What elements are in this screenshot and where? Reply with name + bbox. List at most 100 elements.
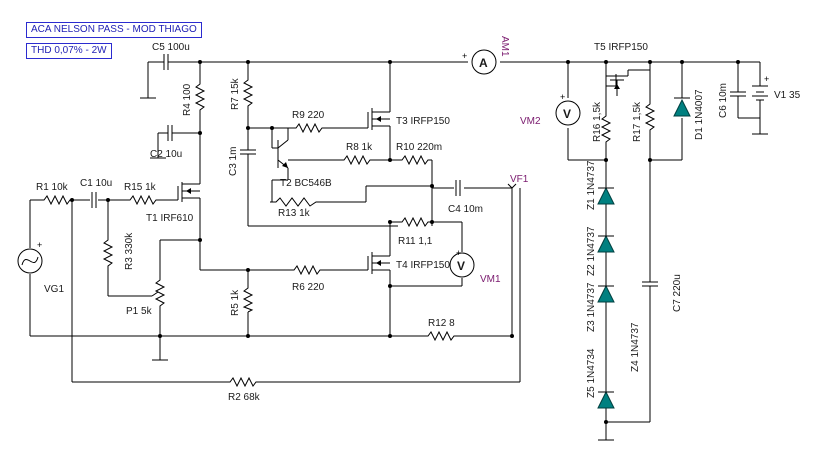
r15-symbol xyxy=(126,194,160,206)
r4-symbol xyxy=(194,80,206,116)
label-c2: C2 10u xyxy=(150,149,182,160)
vm2-voltmeter-icon: V+ xyxy=(555,92,581,126)
title-box: ACA NELSON PASS - MOD THIAGO xyxy=(26,22,202,38)
r10-symbol xyxy=(398,154,430,166)
label-r6: R6 220 xyxy=(292,282,325,293)
label-z5: Z5 1N4734 xyxy=(586,348,597,398)
t4-mosfet-symbol xyxy=(367,250,391,276)
label-t3: T3 IRFP150 xyxy=(396,116,450,127)
label-r11: R11 1,1 xyxy=(398,236,433,247)
svg-text:+: + xyxy=(37,240,42,250)
r13-symbol xyxy=(270,197,330,207)
svg-text:+: + xyxy=(456,248,461,258)
vm1-voltmeter-icon: V+ xyxy=(449,248,475,278)
c6-symbol xyxy=(730,91,746,100)
t3-mosfet-symbol xyxy=(367,106,391,132)
label-p1: P1 5k xyxy=(126,306,153,317)
svg-text:+: + xyxy=(764,74,769,84)
label-r2: R2 68k xyxy=(228,392,261,403)
r16-symbol xyxy=(600,112,612,150)
label-am1: AM1 xyxy=(499,36,510,57)
r9-symbol xyxy=(292,122,328,134)
title-text: ACA NELSON PASS - MOD THIAGO xyxy=(31,24,197,35)
label-z4: Z4 1N4737 xyxy=(630,322,641,372)
sources-meters: + A+ V+ V+ + xyxy=(17,49,769,278)
label-r8: R8 1k xyxy=(346,142,373,153)
label-r1: R1 10k xyxy=(36,182,69,193)
ground-icon xyxy=(140,92,156,99)
label-z3: Z3 1N4737 xyxy=(586,282,597,332)
p1-symbol xyxy=(154,276,166,312)
r2-symbol xyxy=(226,376,260,388)
vf1-output-terminal xyxy=(507,183,517,189)
label-c7: C7 220u xyxy=(672,274,683,312)
label-t5: T5 IRFP150 xyxy=(594,42,648,53)
label-vm2: VM2 xyxy=(520,116,541,127)
c7-symbol xyxy=(642,281,658,298)
r1-symbol xyxy=(40,194,72,206)
thd-box: THD 0,07% - 2W xyxy=(26,43,112,59)
am1-ammeter-icon: A+ xyxy=(462,49,497,75)
label-r16: R16 1,5k xyxy=(592,101,603,142)
t2-bjt-symbol xyxy=(272,128,289,169)
svg-text:+: + xyxy=(462,51,467,61)
label-r12: R12 8 xyxy=(428,318,455,329)
ground-icon xyxy=(598,436,614,441)
label-t4: T4 IRFP150 xyxy=(396,260,450,271)
ground-symbols xyxy=(140,92,768,441)
ground-icon xyxy=(752,130,768,135)
r11-symbol xyxy=(398,216,430,228)
t5-mosfet-symbol xyxy=(605,70,629,112)
r7-symbol xyxy=(242,76,254,110)
thd-text: THD 0,07% - 2W xyxy=(31,45,107,56)
vg1-source-icon: + xyxy=(17,240,43,274)
label-c1: C1 10u xyxy=(80,178,112,189)
ground-icon xyxy=(152,356,168,361)
label-c3: C3 1m xyxy=(228,147,239,176)
z1-zener-symbol xyxy=(597,186,615,205)
label-t1: T1 IRF610 xyxy=(146,213,194,224)
c1-symbol xyxy=(91,192,97,208)
transistors xyxy=(177,70,629,276)
label-r13: R13 1k xyxy=(278,208,311,219)
wires xyxy=(29,61,761,436)
junction-dots xyxy=(70,60,740,424)
label-r4: R4 100 xyxy=(182,83,193,116)
svg-text:V: V xyxy=(563,107,571,121)
r6-symbol xyxy=(290,264,326,276)
label-z1: Z1 1N4737 xyxy=(586,160,597,210)
c4-symbol xyxy=(455,180,461,196)
c2-symbol xyxy=(167,125,176,141)
capacitors xyxy=(91,54,746,298)
svg-text:V: V xyxy=(457,259,465,273)
r17-symbol xyxy=(644,98,656,138)
label-v1: V1 35 xyxy=(774,90,801,101)
label-r3: R3 330k xyxy=(124,232,135,270)
label-r5: R5 1k xyxy=(230,289,241,316)
c5-symbol xyxy=(158,54,174,70)
label-r10: R10 220m xyxy=(396,142,442,153)
r5-symbol xyxy=(242,284,254,313)
z3-zener-symbol xyxy=(597,284,615,303)
label-d1: D1 1N4007 xyxy=(694,89,705,140)
label-t2: T2 BC546B xyxy=(280,178,332,189)
label-vg1: VG1 xyxy=(44,284,64,295)
label-r17: R17 1,5k xyxy=(632,101,643,142)
diodes xyxy=(597,90,691,409)
z5-zener-symbol xyxy=(597,390,615,409)
label-vf1: VF1 xyxy=(510,174,529,185)
r8-symbol xyxy=(340,154,376,166)
label-vm1: VM1 xyxy=(480,274,501,285)
label-c6: C6 10m xyxy=(718,83,729,118)
label-r15: R15 1k xyxy=(124,182,157,193)
z2-zener-symbol xyxy=(597,234,615,253)
svg-text:+: + xyxy=(560,92,565,102)
r3-symbol xyxy=(102,236,114,268)
d1-diode-symbol xyxy=(673,90,691,117)
r12-symbol xyxy=(424,330,458,342)
svg-text:A: A xyxy=(479,56,488,70)
resistors xyxy=(40,76,656,388)
c3-symbol xyxy=(240,149,256,168)
p1-wiper xyxy=(151,291,159,297)
